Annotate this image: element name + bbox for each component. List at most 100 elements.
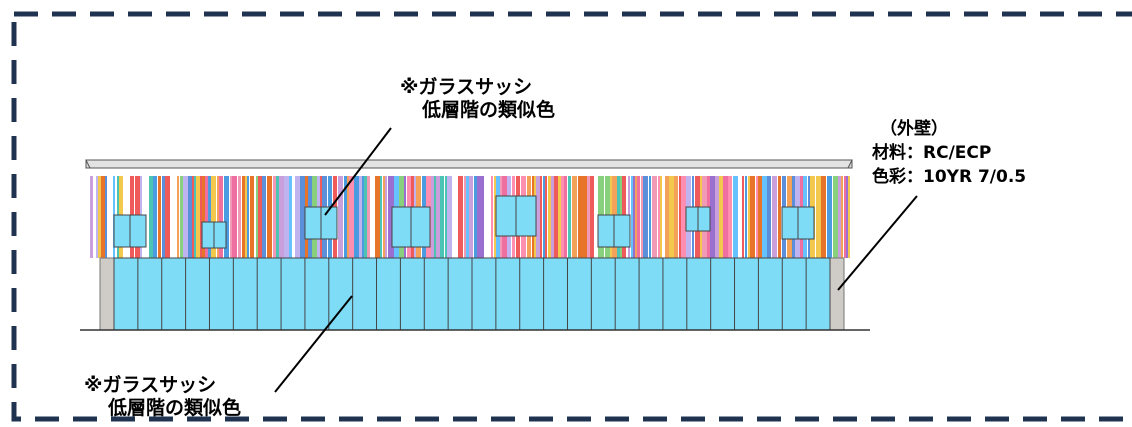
louver-stripe <box>232 176 237 258</box>
louver-stripe <box>286 176 289 258</box>
louver-stripe <box>338 176 343 258</box>
bottom-glass-label-line1: ※ガラスサッシ <box>84 374 217 396</box>
wall-right <box>829 257 845 331</box>
louver-stripe <box>349 176 354 258</box>
louver-stripe <box>477 176 480 258</box>
louver-stripe <box>838 176 841 258</box>
louver-stripe <box>153 176 157 258</box>
louver-stripe <box>595 176 598 258</box>
louver-stripe <box>480 176 484 258</box>
louver-stripe <box>543 176 545 258</box>
upper-windows <box>113 195 815 249</box>
louver-stripe <box>105 176 107 258</box>
louver-stripe <box>192 176 194 258</box>
louver-stripe <box>162 176 165 258</box>
louver-stripe <box>745 176 747 258</box>
dashed-boundary-frame <box>11 11 1132 422</box>
louver-stripe <box>247 176 249 258</box>
louver-stripe <box>445 176 447 258</box>
louver-stripe <box>165 176 170 258</box>
louver-stripe <box>364 176 367 258</box>
louver-stripe <box>388 176 391 258</box>
louver-stripe <box>652 176 657 258</box>
louver-stripe <box>821 176 826 258</box>
louver-stripe <box>177 176 179 258</box>
roof-overhang <box>85 159 853 169</box>
louver-stripe <box>551 176 554 258</box>
top-glass-label: ※ガラスサッシ 低層階の類似色 <box>400 76 555 122</box>
louver-stripe <box>742 176 744 258</box>
louver-stripe <box>208 176 211 258</box>
louver-stripe <box>679 176 681 258</box>
louver-stripe <box>254 176 256 258</box>
louver-stripe <box>380 176 382 258</box>
louver-stripe <box>643 176 648 258</box>
louver-stripe <box>458 176 463 258</box>
louver-stripe <box>431 176 434 258</box>
wall-spec-color: 色彩：10YR 7/0.5 <box>872 167 1027 187</box>
louver-stripe <box>665 176 669 258</box>
louver-stripe <box>548 176 551 258</box>
louver-stripe <box>300 176 305 258</box>
louver-stripe <box>662 176 664 258</box>
louver-stripe <box>219 176 223 258</box>
louver-stripe <box>205 176 208 258</box>
louver-stripe <box>273 176 276 258</box>
louver-stripe <box>723 176 728 258</box>
louver-stripe <box>469 176 473 258</box>
louver-stripe <box>267 176 270 258</box>
louver-stripe <box>578 176 582 258</box>
louver-stripe <box>149 176 153 258</box>
louver-stripe <box>202 176 205 258</box>
louver-stripe <box>587 176 590 258</box>
louver-stripe <box>383 176 385 258</box>
louver-stripe <box>568 176 571 258</box>
louver-stripe <box>385 176 387 258</box>
louver-stripe <box>816 176 821 258</box>
louver-stripe <box>841 176 843 258</box>
wall-left <box>99 257 115 331</box>
louver-stripe <box>649 176 651 258</box>
louver-stripe <box>270 176 272 258</box>
louver-stripe <box>564 176 567 258</box>
leader-wall <box>837 195 918 291</box>
louver-stripe <box>833 176 838 258</box>
louver-stripe <box>194 176 196 258</box>
louver-stripe <box>276 176 279 258</box>
louver-stripe <box>217 176 219 258</box>
louver-stripe <box>183 176 188 258</box>
louver-stripe <box>637 176 640 258</box>
louver-stripe <box>474 176 477 258</box>
louver-stripe <box>359 176 362 258</box>
louver-stripe <box>436 176 440 258</box>
louver-stripe <box>367 176 370 258</box>
louver-stripe <box>536 176 540 258</box>
louver-stripe <box>295 176 300 258</box>
top-glass-label-line2: 低層階の類似色 <box>422 99 556 121</box>
louver-stripe <box>561 176 564 258</box>
louver-stripe <box>292 176 295 258</box>
louver-stripe <box>681 176 686 258</box>
louver-stripe <box>90 176 93 258</box>
louver-stripe <box>750 176 753 258</box>
louver-stripe <box>719 176 723 258</box>
louver-stripe <box>758 176 762 258</box>
louver-stripe <box>844 176 846 258</box>
louver-stripe <box>756 176 758 258</box>
leader-bottom-glass <box>274 295 353 393</box>
louver-stripe <box>170 176 173 258</box>
louver-stripe <box>635 176 637 258</box>
top-glass-label-line1: ※ガラスサッシ <box>400 76 533 98</box>
louver-stripe <box>242 176 245 258</box>
louver-stripe <box>846 176 848 258</box>
louver-stripe <box>728 176 732 258</box>
louver-stripe <box>848 176 850 258</box>
louver-stripe <box>641 176 643 258</box>
louver-stripe <box>633 176 635 258</box>
louver-stripe <box>211 176 216 258</box>
louver-stripe <box>245 176 247 258</box>
louver-stripe <box>489 176 491 258</box>
louver-stripe <box>354 176 359 258</box>
louver-stripe <box>558 176 561 258</box>
louver-stripe <box>778 176 781 258</box>
